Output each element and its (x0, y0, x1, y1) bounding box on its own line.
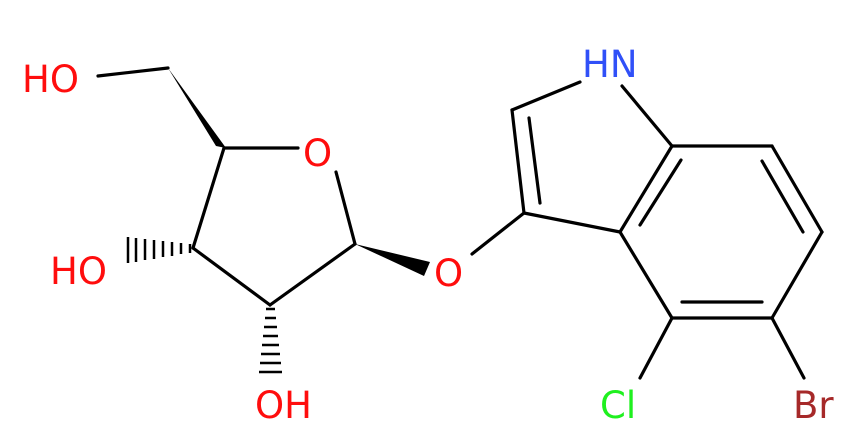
indole-pyrrole-ring (510, 80, 683, 234)
bond-c3-c3a (522, 211, 622, 234)
sugar-ring (96, 66, 357, 307)
bond-c5-br (770, 316, 806, 380)
bond-c1-c2 (268, 242, 357, 307)
bond-c4-c3a (618, 230, 674, 320)
bond-c3a-c7a (618, 144, 674, 234)
hydroxyl-label-c2: OH (255, 384, 312, 427)
bond-c6-c5 (770, 230, 824, 320)
wedge-bond-c4-ch2 (168, 68, 226, 148)
hydroxyl-label-c3: HO (50, 250, 107, 293)
bond-o-ring-c1 (334, 170, 357, 246)
bond-c2-c3 (191, 246, 272, 307)
bond-c7-c6-double (760, 159, 805, 234)
bond-c3a-c7a-double (638, 158, 683, 227)
bond-o-c3-indole (470, 211, 526, 256)
bond-c4-cl (638, 316, 674, 380)
wedge-bond-c1-o (355, 244, 430, 276)
bond-c2-n (510, 80, 582, 112)
hydroxyl-label-ch2: HO (22, 58, 79, 101)
nh-label: HN (582, 43, 638, 86)
bond-c7-c6 (770, 144, 824, 234)
bond-c3-c4 (191, 146, 226, 250)
indole-benzene-ring (618, 144, 824, 380)
ring-oxygen-label: O (303, 132, 332, 175)
bond-ch2-o (96, 66, 170, 78)
bond-c3-c2 (510, 108, 526, 215)
bond-n-c7a (620, 84, 674, 148)
bond-c3-c2-double (527, 116, 542, 205)
chlorine-label: Cl (600, 384, 636, 427)
glycosidic-oxygen-label: O (434, 252, 463, 295)
hash-bond-c2-oh (259, 307, 282, 374)
hash-bond-c3-oh (126, 237, 192, 263)
bromine-label: Br (793, 384, 834, 427)
